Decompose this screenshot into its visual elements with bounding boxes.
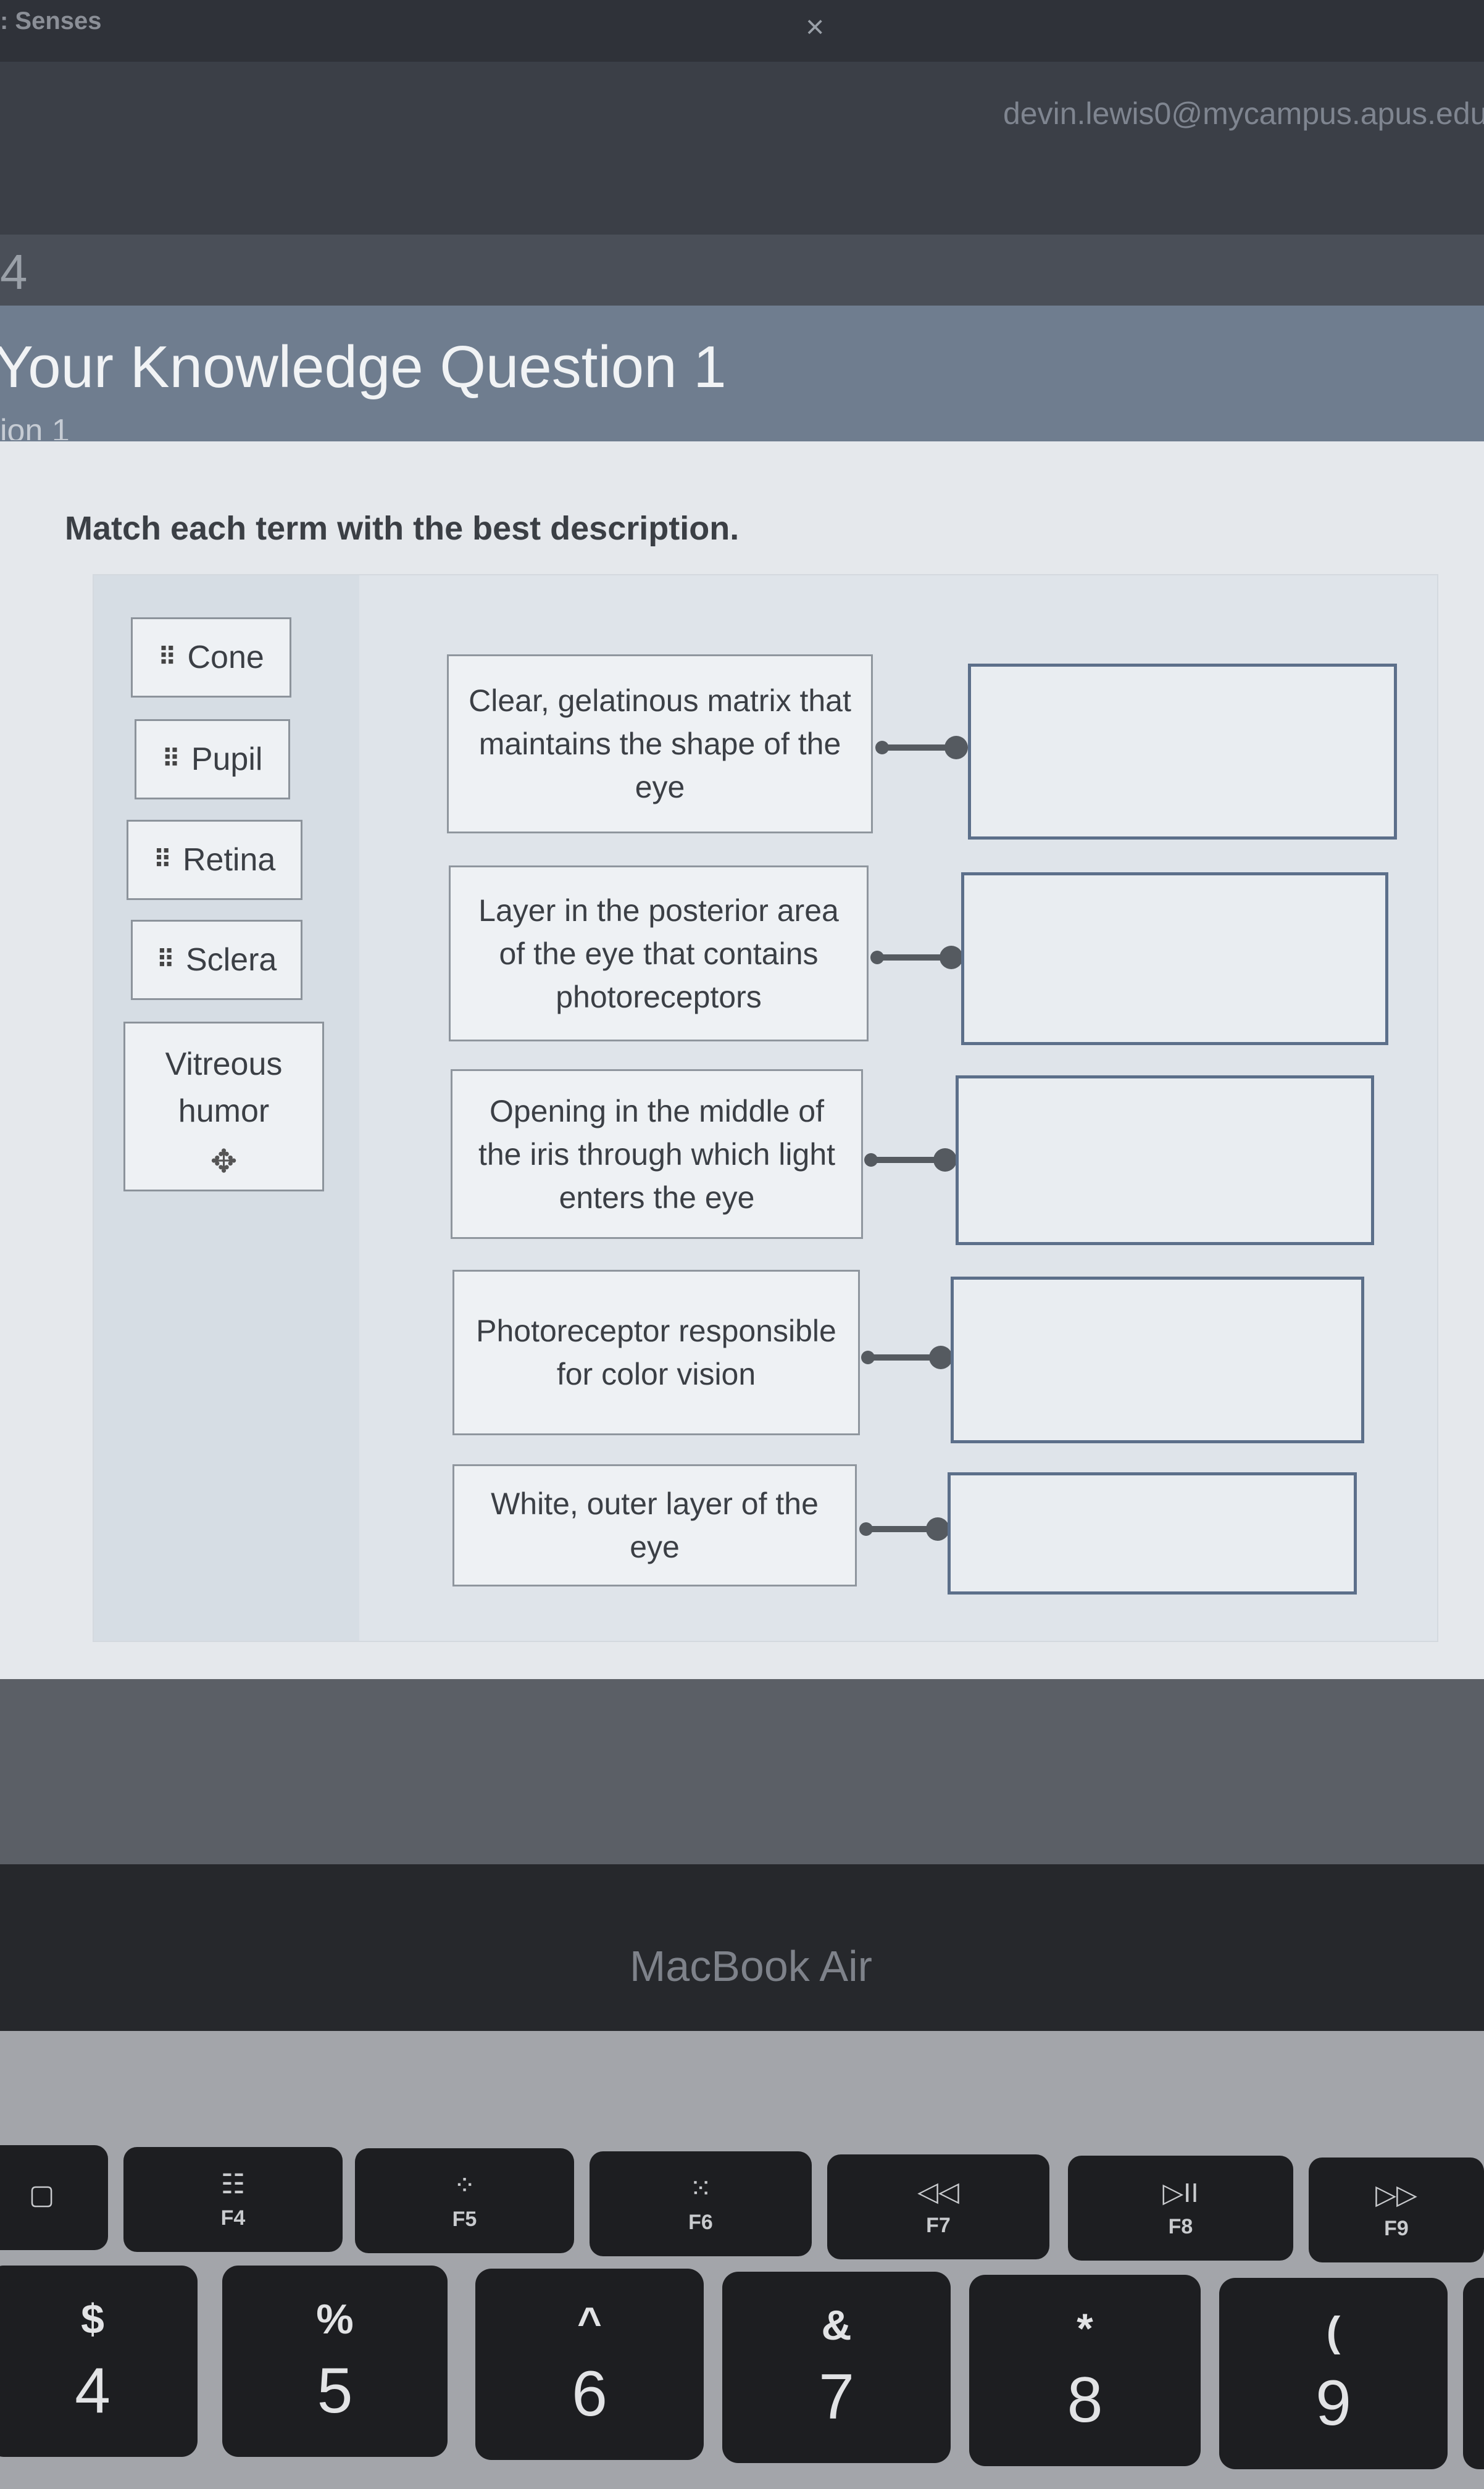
description-text: Opening in the middle of the iris throug… bbox=[478, 1093, 836, 1215]
connector-icon bbox=[859, 1517, 949, 1541]
keyboard-backlight-down-icon: ⁘ bbox=[453, 2170, 476, 2201]
drag-handle-icon: ⠿ bbox=[162, 746, 180, 773]
title-banner bbox=[0, 306, 1484, 441]
key-6[interactable]: ^ 6 bbox=[475, 2269, 704, 2460]
key-9[interactable]: ( 9 bbox=[1219, 2278, 1448, 2469]
description-row-2: Layer in the posterior area of the eye t… bbox=[449, 865, 869, 1041]
drag-handle-icon: ⠿ bbox=[156, 946, 175, 974]
drop-zone-1[interactable] bbox=[968, 664, 1397, 840]
connector-icon bbox=[864, 1148, 957, 1172]
description-row-4: Photoreceptor responsible for color visi… bbox=[452, 1270, 860, 1435]
key-4[interactable]: $ 4 bbox=[0, 2266, 198, 2457]
term-cone[interactable]: ⠿ Cone bbox=[131, 617, 291, 698]
term-label-line1: Vitreous bbox=[165, 1046, 283, 1082]
key-8[interactable]: * 8 bbox=[969, 2275, 1201, 2466]
play-pause-icon: ▷II bbox=[1162, 2178, 1199, 2208]
close-icon[interactable]: × bbox=[806, 9, 825, 45]
connector-icon bbox=[861, 1346, 953, 1369]
move-icon: ✥ bbox=[210, 1144, 238, 1180]
laptop-bezel bbox=[0, 1864, 1484, 2031]
description-text: White, outer layer of the eye bbox=[491, 1486, 819, 1564]
tab-strip bbox=[0, 0, 1484, 62]
drag-handle-icon: ⠿ bbox=[153, 846, 172, 873]
key-f4[interactable]: ☷ F4 bbox=[123, 2147, 343, 2252]
term-vitreous-humor[interactable]: Vitreous humor ✥ bbox=[123, 1022, 324, 1191]
term-label: Pupil bbox=[191, 741, 263, 777]
connector-icon bbox=[870, 946, 963, 969]
key-f8[interactable]: ▷II F8 bbox=[1068, 2156, 1293, 2261]
key-f3[interactable]: ▢ bbox=[0, 2145, 108, 2250]
key-f5[interactable]: ⁘ F5 bbox=[355, 2148, 574, 2253]
launchpad-icon: ☷ bbox=[220, 2169, 246, 2199]
key-f6[interactable]: ⁙ F6 bbox=[590, 2151, 812, 2256]
module-band bbox=[0, 235, 1484, 309]
description-row-1: Clear, gelatinous matrix that maintains … bbox=[447, 654, 873, 833]
description-row-3: Opening in the middle of the iris throug… bbox=[451, 1069, 863, 1239]
drop-zone-3[interactable] bbox=[956, 1075, 1374, 1245]
description-text: Photoreceptor responsible for color visi… bbox=[476, 1314, 836, 1391]
drop-zone-2[interactable] bbox=[961, 872, 1388, 1045]
mission-control-icon: ▢ bbox=[28, 2179, 55, 2210]
page-subtitle: ion 1 bbox=[0, 413, 70, 440]
description-row-5: White, outer layer of the eye bbox=[452, 1464, 857, 1586]
description-text: Layer in the posterior area of the eye t… bbox=[478, 893, 839, 1014]
term-label: Cone bbox=[187, 640, 264, 675]
term-label: Sclera bbox=[185, 942, 277, 978]
screen-bottom bbox=[0, 1679, 1484, 1864]
question-instructions: Match each term with the best descriptio… bbox=[65, 510, 740, 547]
tab-title[interactable]: : Senses bbox=[0, 7, 102, 35]
key-5[interactable]: % 5 bbox=[222, 2266, 448, 2457]
brand-label: MacBook Air bbox=[630, 1942, 872, 1990]
fast-forward-icon: ▷▷ bbox=[1375, 2180, 1417, 2210]
key-f9[interactable]: ▷▷ F9 bbox=[1309, 2158, 1484, 2262]
description-text: Clear, gelatinous matrix that maintains … bbox=[469, 683, 851, 804]
user-email: devin.lewis0@mycampus.apus.edu bbox=[1003, 96, 1484, 131]
drag-handle-icon: ⠿ bbox=[158, 644, 176, 671]
connector-icon bbox=[875, 736, 968, 759]
term-pupil[interactable]: ⠿ Pupil bbox=[135, 719, 290, 799]
term-sclera[interactable]: ⠿ Sclera bbox=[131, 920, 302, 1000]
drop-zone-4[interactable] bbox=[951, 1277, 1364, 1443]
keyboard-backlight-up-icon: ⁙ bbox=[689, 2174, 712, 2204]
term-label-line2: humor bbox=[178, 1093, 270, 1129]
module-number: 4 bbox=[0, 244, 28, 299]
term-label: Retina bbox=[182, 842, 276, 878]
page-title: Your Knowledge Question 1 bbox=[0, 334, 727, 400]
key-f7[interactable]: ◁◁ F7 bbox=[827, 2154, 1049, 2259]
key-7[interactable]: & 7 bbox=[722, 2272, 951, 2463]
drop-zone-5[interactable] bbox=[948, 1472, 1357, 1595]
rewind-icon: ◁◁ bbox=[917, 2177, 959, 2207]
term-retina[interactable]: ⠿ Retina bbox=[127, 820, 302, 900]
key-0[interactable] bbox=[1463, 2278, 1484, 2469]
